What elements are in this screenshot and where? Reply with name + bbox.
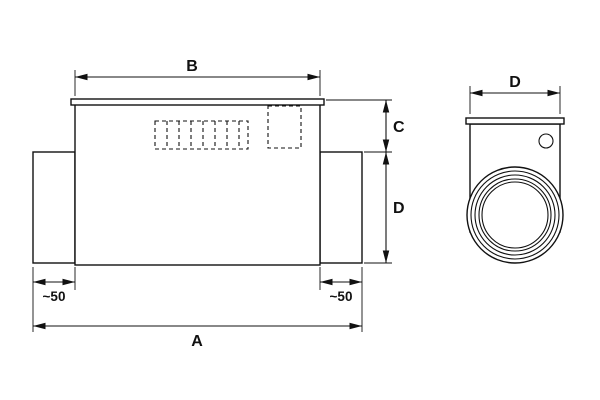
dim-D-end-label: D <box>509 74 521 91</box>
dim-collar-left-label: ~50 <box>43 289 66 304</box>
dim-D-end: D <box>469 74 561 114</box>
spigot-ring-inner <box>481 181 549 249</box>
top-flange <box>70 98 325 106</box>
end-flange <box>465 117 565 125</box>
dim-collar-right-label: ~50 <box>330 289 353 304</box>
side-view <box>32 98 363 266</box>
body-outline <box>74 103 321 266</box>
spigot-ring <box>478 178 552 252</box>
dim-left-collar-length: ~50 <box>32 267 76 304</box>
dim-A-label: A <box>191 333 203 350</box>
dim-A: A <box>32 290 363 350</box>
terminal-block-frame <box>154 120 249 150</box>
dim-B-label: B <box>186 58 198 75</box>
spigot-ring-outer <box>466 166 564 264</box>
spigot-ring <box>474 174 556 256</box>
dim-D-side-label: D <box>393 200 405 217</box>
right-duct-collar <box>319 151 363 264</box>
cable-gland <box>538 133 554 149</box>
dim-C-label: C <box>393 119 405 136</box>
left-duct-collar <box>32 151 76 264</box>
dim-right-collar-length: ~50 <box>319 267 363 304</box>
end-view <box>465 117 565 264</box>
spigot-ring <box>470 170 560 260</box>
dim-C: C <box>326 99 405 153</box>
dim-B: B <box>74 58 321 96</box>
duct-spigot-rings <box>466 166 564 264</box>
access-panel-dashed <box>267 105 302 149</box>
terminal-block-dashed <box>154 120 249 150</box>
dim-D-side: D <box>364 152 405 264</box>
